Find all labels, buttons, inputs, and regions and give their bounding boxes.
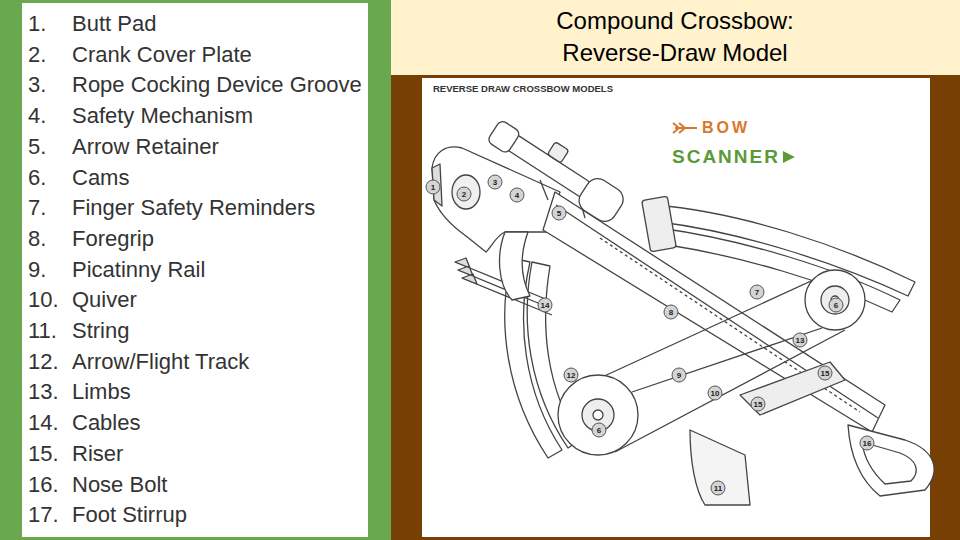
callout-number: 13: [793, 333, 808, 348]
foot-stirrup: [848, 425, 934, 496]
callout-number: 16: [860, 436, 875, 451]
callout-number: 1: [426, 180, 441, 195]
callout-number: 11: [711, 481, 726, 496]
cam: [805, 270, 865, 330]
list-number: 7.: [28, 195, 46, 221]
callout-number: 14: [538, 298, 553, 313]
list-name: Crank Cover Plate: [72, 42, 252, 68]
callout-number: 10: [708, 386, 723, 401]
list-name: Finger Safety Reminders: [72, 195, 315, 221]
list-name: Rope Cocking Device Groove: [72, 72, 362, 98]
list-number: 17.: [28, 502, 59, 528]
cam: [821, 286, 849, 314]
list-number: 10.: [28, 287, 59, 313]
logo-arrow-head: [783, 151, 795, 163]
list-name: Cables: [72, 410, 140, 436]
callout-number: 6: [829, 298, 844, 313]
string: [600, 270, 835, 378]
crank-cover-plate: [452, 175, 480, 209]
arrow-fletching: [455, 258, 477, 284]
callout-number: 9: [672, 368, 687, 383]
list-number: 4.: [28, 103, 46, 129]
list-number: 11.: [28, 318, 57, 344]
list-number: 12.: [28, 349, 59, 375]
list-number: 16.: [28, 472, 59, 498]
cable: [615, 328, 845, 452]
list-name: Foregrip: [72, 226, 154, 252]
list-number: 5.: [28, 134, 46, 160]
foregrip: [690, 430, 750, 505]
list-number: 14.: [28, 410, 59, 436]
limb-pocket: [642, 196, 677, 252]
riser: [740, 362, 845, 415]
list-number: 1.: [28, 11, 46, 37]
list-number: 9.: [28, 257, 46, 283]
list-name: String: [72, 318, 129, 344]
page-title: Compound Crossbow: Reverse-Draw Model: [510, 5, 840, 69]
list-name: Nose Bolt: [72, 472, 167, 498]
callout-number: 12: [564, 368, 579, 383]
scope-objective: [575, 174, 628, 226]
cam: [593, 410, 603, 420]
callout-number: 15: [751, 397, 766, 412]
callout-number: 15: [818, 366, 833, 381]
list-number: 15.: [28, 441, 59, 467]
list-name: Arrow Retainer: [72, 134, 219, 160]
cam: [558, 375, 638, 455]
logo-arrow-fletch: [673, 123, 685, 133]
callout-number: 2: [457, 187, 472, 202]
list-number: 6.: [28, 165, 46, 191]
logo-word-bow: BOW: [702, 119, 750, 137]
list-name: Foot Stirrup: [72, 502, 187, 528]
pistol-grip: [500, 232, 530, 300]
scope-eyepiece: [487, 119, 521, 154]
list-name: Arrow/Flight Track: [72, 349, 249, 375]
callout-number: 6: [592, 423, 607, 438]
callout-number: 8: [664, 305, 679, 320]
list-number: 3.: [28, 72, 46, 98]
scope-turret: [547, 142, 569, 163]
callout-number: 3: [488, 175, 503, 190]
list-name: Riser: [72, 441, 123, 467]
list-name: Cams: [72, 165, 129, 191]
list-name: Butt Pad: [72, 11, 156, 37]
list-number: 13.: [28, 379, 59, 405]
callout-number: 7: [750, 285, 765, 300]
list-name: Safety Mechanism: [72, 103, 253, 129]
logo-word-scanner: SCANNER: [672, 146, 780, 168]
list-name: Limbs: [72, 379, 131, 405]
list-number: 2.: [28, 42, 46, 68]
list-name: Picatinny Rail: [72, 257, 205, 283]
panel-heading: REVERSE DRAW CROSSBOW MODELS: [433, 83, 613, 95]
callout-number: 4: [510, 188, 525, 203]
list-name: Quiver: [72, 287, 137, 313]
callout-number: 5: [552, 206, 567, 221]
list-number: 8.: [28, 226, 46, 252]
